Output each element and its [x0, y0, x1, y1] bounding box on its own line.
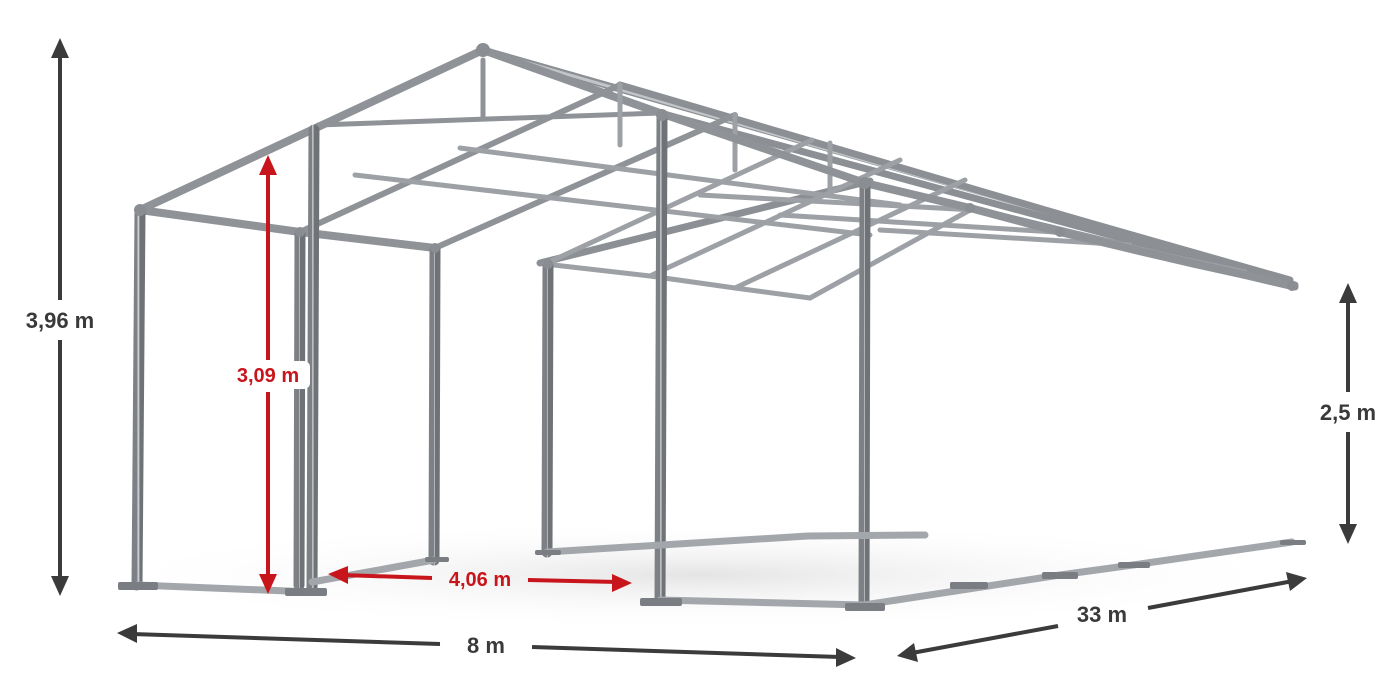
front-rafter-right	[656, 109, 869, 187]
arrowhead-down-icon	[259, 574, 277, 594]
arrowhead-up-icon	[259, 155, 277, 175]
arrowhead-down-icon	[1339, 524, 1357, 544]
foot-plates	[118, 540, 1306, 611]
post-front-inner-left	[293, 228, 306, 591]
dimension-inner-height: 3,09 m	[228, 155, 310, 594]
roof-purlin-2	[656, 109, 1299, 289]
inner-height-label: 3,09 m	[237, 365, 299, 387]
dimension-length: 33 m	[897, 572, 1307, 662]
post-corner-right	[858, 179, 871, 611]
arrowhead-left-icon	[897, 643, 918, 662]
base-rails	[133, 531, 1296, 609]
arrowhead-right-icon	[836, 648, 856, 667]
dimension-total-height: 3,96 m	[26, 38, 95, 596]
front-tie-left	[136, 206, 304, 236]
arrowhead-up-icon	[1339, 283, 1357, 303]
dimension-width: 8 m	[117, 624, 856, 667]
front-tie-mid	[296, 228, 439, 252]
front-gable	[136, 46, 738, 252]
truss-rafter-a	[542, 137, 815, 267]
arrowhead-left-icon	[328, 566, 348, 584]
post-back-1	[541, 260, 554, 558]
dimension-side-height: 2,5 m	[1320, 283, 1376, 544]
total-height-label: 3,96 m	[26, 308, 95, 333]
joints	[134, 43, 1297, 291]
arrowhead-left-icon	[117, 624, 137, 643]
collar-beam	[315, 110, 663, 128]
dimension-opening-width: 4,06 m	[328, 566, 632, 592]
floor-shadow	[80, 520, 1320, 630]
opening-width-label: 4,06 m	[449, 569, 511, 591]
post-front-left	[131, 206, 146, 591]
post-front-center-left	[306, 124, 320, 596]
inner-rafter-2	[432, 112, 738, 251]
post-front-inner-right	[428, 244, 441, 566]
length-label: 33 m	[1077, 602, 1127, 627]
front-rafter-right-upper	[479, 46, 664, 117]
side-height-label: 2,5 m	[1320, 400, 1376, 425]
width-label: 8 m	[467, 633, 505, 658]
arrowhead-down-icon	[51, 576, 69, 596]
arrowhead-right-icon	[1286, 572, 1307, 591]
arrowhead-up-icon	[51, 38, 69, 58]
right-eave	[656, 109, 1296, 290]
post-front-right	[654, 112, 668, 606]
inner-rafter-1	[297, 82, 623, 235]
tent-frame	[118, 43, 1306, 611]
arrowhead-right-icon	[612, 574, 632, 592]
